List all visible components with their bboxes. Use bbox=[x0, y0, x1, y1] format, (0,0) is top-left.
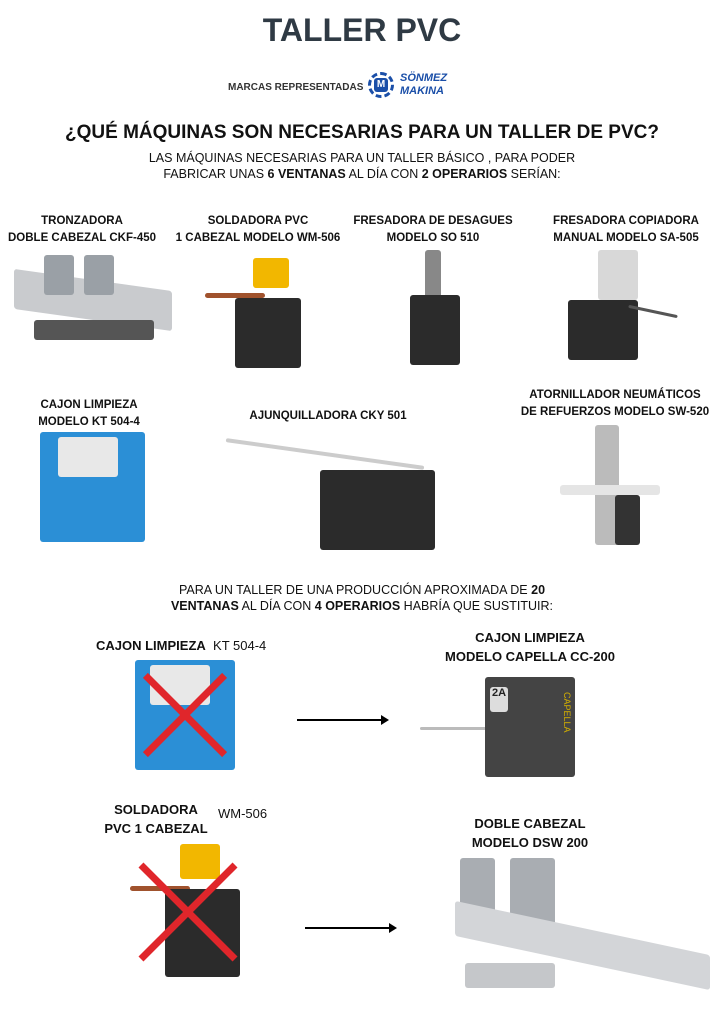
production-line-2: VENTANAS AL DÍA CON 4 OPERARIOS HABRÍA Q… bbox=[170, 599, 554, 613]
atornillador-image bbox=[560, 425, 660, 555]
old-cajon-caption: CAJON LIMPIEZA KT 504-4 bbox=[96, 638, 267, 653]
gear-icon bbox=[368, 72, 394, 98]
logo-line1: SÖNMEZ bbox=[400, 72, 448, 84]
arrow-right-icon bbox=[305, 923, 397, 933]
intro-line-1: LAS MÁQUINAS NECESARIAS PARA UN TALLER B… bbox=[148, 151, 576, 165]
old-soldadora-image bbox=[130, 844, 245, 979]
fresadora-desagues-image bbox=[405, 250, 465, 368]
dsw200-image bbox=[455, 858, 715, 993]
intro-line-2: FABRICAR UNAS 6 VENTANAS AL DÍA CON 2 OP… bbox=[163, 167, 561, 181]
fresadora-copiadora-image bbox=[568, 250, 678, 360]
cross-out-icon bbox=[140, 864, 235, 959]
capella-image: 2A CAPELLA bbox=[420, 672, 585, 792]
capella-label: CAPELLA bbox=[562, 692, 572, 733]
arrow-right-icon bbox=[297, 715, 389, 725]
badge-2a: 2A bbox=[490, 687, 508, 712]
soldadora-image bbox=[205, 258, 305, 368]
production-line-1: PARA UN TALLER DE UNA PRODUCCIÓN APROXIM… bbox=[178, 583, 546, 597]
section-heading: ¿QUÉ MÁQUINAS SON NECESARIAS PARA UN TAL… bbox=[65, 122, 659, 143]
cross-out-icon bbox=[145, 670, 225, 760]
old-soldadora-model: WM-506 bbox=[218, 806, 268, 821]
page-title: TALLER PVC bbox=[262, 12, 462, 48]
ajunquilladora-image bbox=[225, 430, 440, 550]
caption-ajunquilladora: AJUNQUILLADORA CKY 501 bbox=[249, 410, 407, 422]
logo-mark: M bbox=[374, 78, 388, 92]
tronzadora-image bbox=[14, 250, 172, 355]
cajon-limpieza-image bbox=[40, 432, 145, 547]
brands-label: MARCAS REPRESENTADAS bbox=[228, 82, 364, 93]
old-cajon-image bbox=[135, 660, 235, 775]
logo-line2: MAKINA bbox=[400, 85, 444, 97]
